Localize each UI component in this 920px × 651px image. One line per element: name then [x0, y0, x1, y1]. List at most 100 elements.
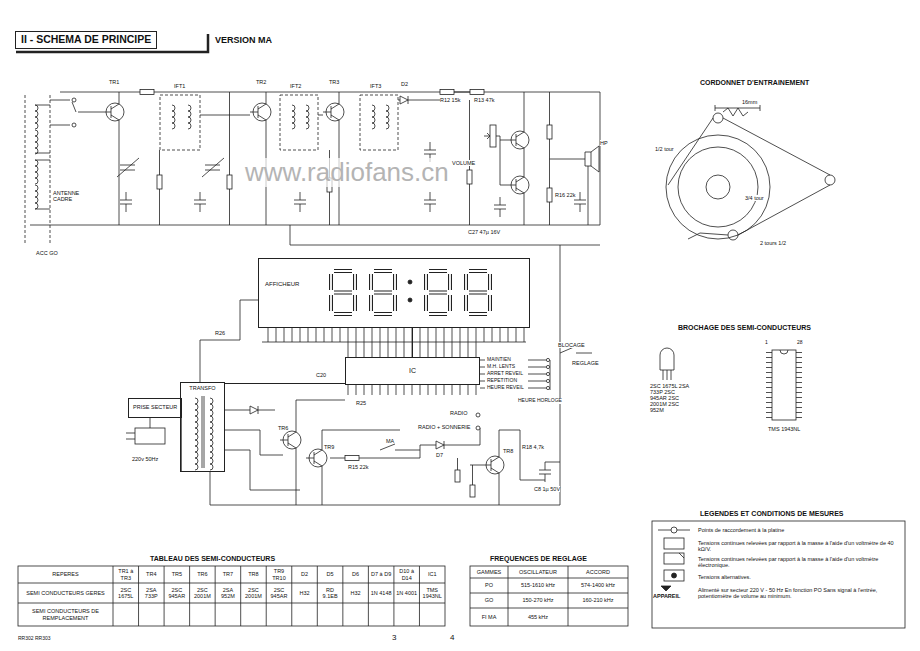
label-holder: M.H. LENTS [487, 364, 515, 370]
label-holder: 2SC 945AR [267, 587, 291, 599]
ic-pinout [796, 350, 802, 420]
pin-bus [262, 328, 526, 342]
if-transformer [160, 95, 398, 150]
label-holder: IFT2 [290, 83, 301, 89]
title-shadow [16, 34, 208, 52]
table-cell: TR6 [191, 571, 215, 577]
table-cell: 574-1400 kHz [569, 582, 627, 588]
pin-bus [346, 385, 480, 395]
label-holder: HEURE HORLOGE [518, 398, 562, 404]
volume-pot [484, 125, 496, 147]
antenna-frame [35, 185, 38, 209]
clock-wire [476, 426, 480, 430]
antenna-frame [35, 105, 38, 129]
label-holder: D7 à D9 [369, 571, 393, 577]
label-holder: D2 [293, 571, 317, 577]
table-cell: RD 9.1EB [318, 587, 342, 599]
capacitor-symbol [194, 192, 206, 212]
label-holder: 2 tours 1/2 [760, 240, 786, 246]
label-holder: TR8 [503, 448, 513, 454]
label-holder: IC1 [420, 571, 444, 577]
transformer-coils [195, 446, 198, 470]
transformer-box: TRANSFO [180, 382, 225, 472]
ic-pinout [766, 350, 772, 420]
part-label: M.H. LENTS [487, 364, 515, 370]
label-holder: 1N 4148 [369, 590, 393, 596]
label-holder: R12 15k [440, 97, 461, 103]
label-holder: BLOCAGE [558, 342, 585, 348]
section-heading: VERSION MA [215, 36, 272, 46]
label-holder: R15 22k [348, 464, 369, 470]
label-holder: MA [386, 438, 394, 444]
table-grid [470, 566, 628, 626]
table-cell: 2SA 952M [216, 587, 240, 599]
table-cell: 150-270 kHz [509, 597, 567, 603]
switch-bank [546, 372, 549, 375]
table-cell: TR8 [242, 571, 266, 577]
label-holder: REPETITION [487, 378, 517, 384]
legend-text: Tensions continues relevées par rapport … [698, 540, 898, 552]
label-holder: Alimenté sur secteur 220 V - 50 Hz En fo… [698, 587, 898, 599]
table-cell: TR1 à TR3 [114, 568, 138, 580]
label-holder: VOLUME [452, 160, 475, 166]
node-label: TRANSFO [189, 385, 215, 391]
part-label: 1/2 tour [655, 146, 674, 152]
part-label: IFT2 [290, 83, 301, 89]
legend-sample [672, 573, 677, 578]
section-heading: LEGENDES ET CONDITIONS DE MESURES [700, 510, 844, 518]
part-label: 4 [450, 634, 454, 643]
transformer-coils [202, 396, 204, 468]
supply-rail [30, 92, 600, 225]
label-holder: TR6 [278, 425, 288, 431]
label-holder: 16mm [742, 99, 757, 105]
display-digits [466, 271, 490, 314]
label-holder: 1 [765, 340, 768, 346]
label-holder: 3 [392, 634, 396, 643]
speaker-symbol [585, 146, 599, 172]
node-label: IC [409, 367, 416, 375]
label-holder: BROCHAGE DES SEMI-CONDUCTEURS [678, 324, 811, 332]
part-label: TR9 [324, 444, 334, 450]
transistor-pinout [660, 348, 674, 380]
mains-plug [135, 428, 165, 444]
transformer-coils [210, 446, 213, 470]
table-cell: D7 à D9 [369, 571, 393, 577]
label-holder: 220v 50Hz [132, 456, 158, 462]
part-label: TR1 [109, 79, 119, 85]
label-holder: MAINTIEN [487, 357, 511, 363]
table-cell: SEMI CONDUCTEURS DE REMPLACEMENT [19, 608, 112, 620]
transistor-symbol [508, 124, 529, 156]
part-label: REPETITION [487, 378, 517, 384]
transformer-coils [195, 422, 198, 446]
part-label: 3 [392, 634, 396, 643]
label-holder: TR4 [140, 571, 164, 577]
part-label: Alimenté sur secteur 220 V - 50 Hz En fo… [698, 587, 898, 599]
label-holder: TR6 [191, 571, 215, 577]
capacitor-symbol [294, 192, 306, 212]
transistor-symbol [508, 169, 529, 201]
transformer-coils [210, 422, 213, 446]
switch-bank [546, 379, 549, 382]
table-grid [18, 566, 445, 626]
legend-text: Points de raccordement à la platine [698, 527, 898, 533]
label-holder: 2SC 2001M [191, 587, 215, 599]
table-cell: H32 [344, 590, 368, 596]
label-holder: ACC GO [36, 250, 58, 256]
mains-wire [200, 300, 300, 490]
label-holder: 2SC 2001M [242, 587, 266, 599]
section-heading: APPAREIL [653, 593, 680, 599]
drive-cord-drawing [666, 105, 835, 240]
table-cell: D10 à D14 [395, 568, 419, 580]
table-cell: 2SC 945AR [165, 587, 189, 599]
wire [119, 92, 550, 225]
part-label: IFT3 [370, 83, 381, 89]
display-digits [331, 271, 355, 314]
display-digits [371, 271, 395, 314]
mains-wire [200, 300, 300, 490]
label-holder: R26 [215, 330, 225, 336]
legend-row: Tensions continues relevées par rapport … [698, 540, 898, 552]
part-label: C20 [316, 372, 326, 378]
part-label: R13 47k [474, 97, 495, 103]
label-holder: PO [471, 582, 507, 588]
antenna-frame [35, 160, 38, 184]
